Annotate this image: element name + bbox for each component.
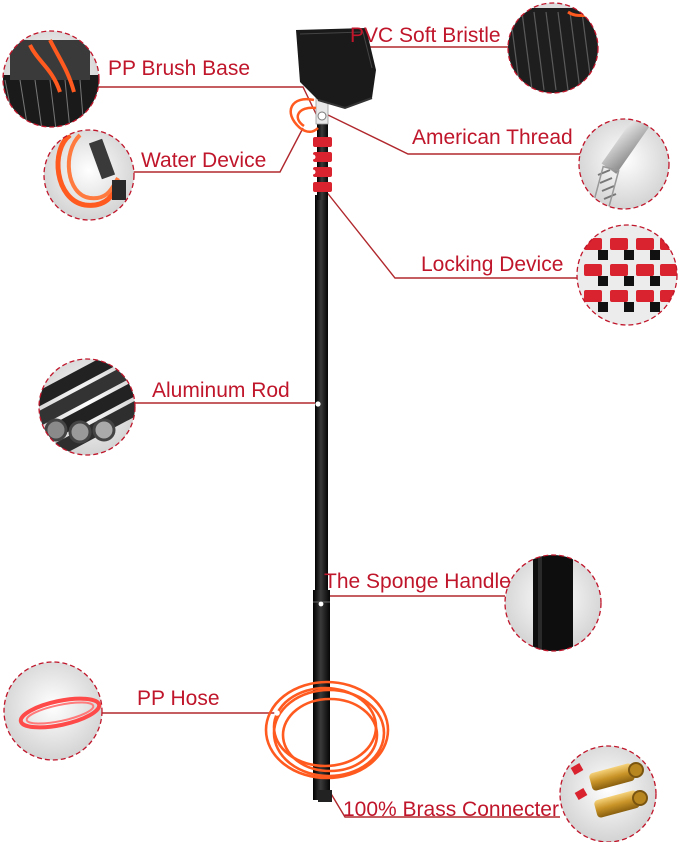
hose-icon <box>3 661 103 761</box>
sponge-handle-icon <box>504 554 602 652</box>
locking-device-icon <box>576 224 678 326</box>
label-pp-brush-base: PP Brush Base <box>108 57 251 80</box>
hose-marker <box>274 710 280 716</box>
water-tubes <box>289 97 319 133</box>
bristle-icon <box>507 2 599 94</box>
water-device-icon <box>43 129 135 221</box>
hose-coil <box>264 680 390 780</box>
label-sponge-handle: The Sponge Handle <box>324 570 511 593</box>
brush-base-icon <box>2 30 100 128</box>
label-pp-hose: PP Hose <box>137 687 220 710</box>
pole-end-cap <box>318 790 332 802</box>
brass-connector-icon <box>559 745 657 842</box>
locking-device-on-pole <box>310 137 332 192</box>
leader-lines <box>97 46 581 818</box>
brush-head <box>296 28 376 110</box>
label-water-device: Water Device <box>141 149 267 172</box>
label-american-thread: American Thread <box>412 126 573 149</box>
label-brass-connecter: 100% Brass Connecter <box>343 798 559 821</box>
aluminum-rod-icon <box>38 358 136 456</box>
thread-icon <box>578 118 670 210</box>
label-pvc-soft-bristle: PVC Soft Bristle <box>350 24 501 47</box>
label-locking-device: Locking Device <box>421 253 564 276</box>
label-aluminum-rod: Aluminum Rod <box>152 379 290 402</box>
